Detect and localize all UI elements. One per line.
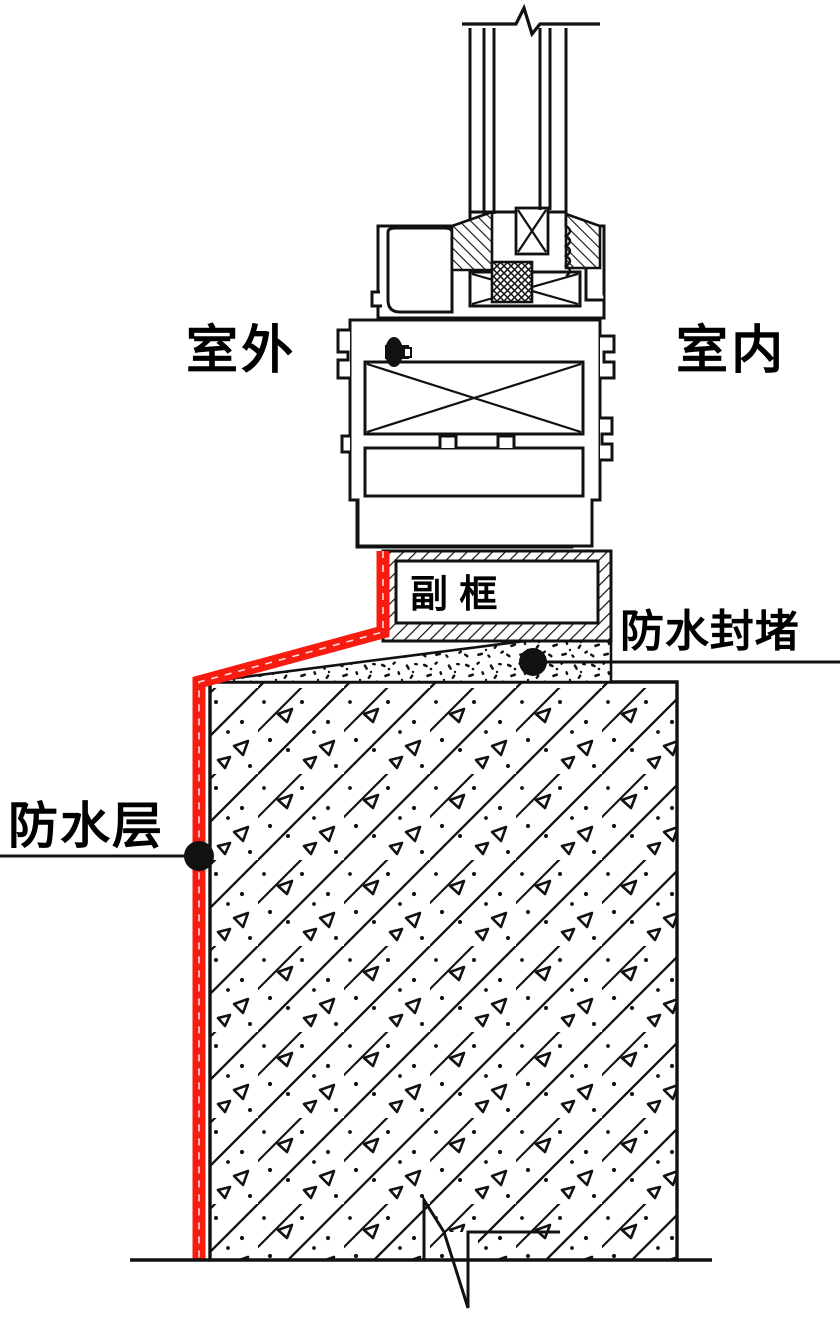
label-outdoor: 室外 xyxy=(186,321,297,381)
gasket xyxy=(450,210,602,278)
label-waterproof-seal: 防水封堵 xyxy=(620,606,800,657)
window-frame-profile xyxy=(336,318,616,548)
glazing-unit xyxy=(462,3,600,214)
label-subframe: 副框 xyxy=(410,572,509,616)
break-line-bottom xyxy=(210,1194,677,1309)
label-indoor: 室内 xyxy=(676,321,787,381)
subframe-box xyxy=(381,549,613,643)
spacer-block xyxy=(490,206,550,304)
concrete-wall xyxy=(208,680,679,1262)
label-waterproof-layer: 防水层 xyxy=(8,797,164,855)
gasket xyxy=(385,337,412,367)
leader-waterproof-layer xyxy=(0,841,214,871)
waterproof-membrane xyxy=(192,551,390,1260)
mortar-screed xyxy=(204,628,613,684)
leader-waterproof-seal xyxy=(519,648,840,676)
